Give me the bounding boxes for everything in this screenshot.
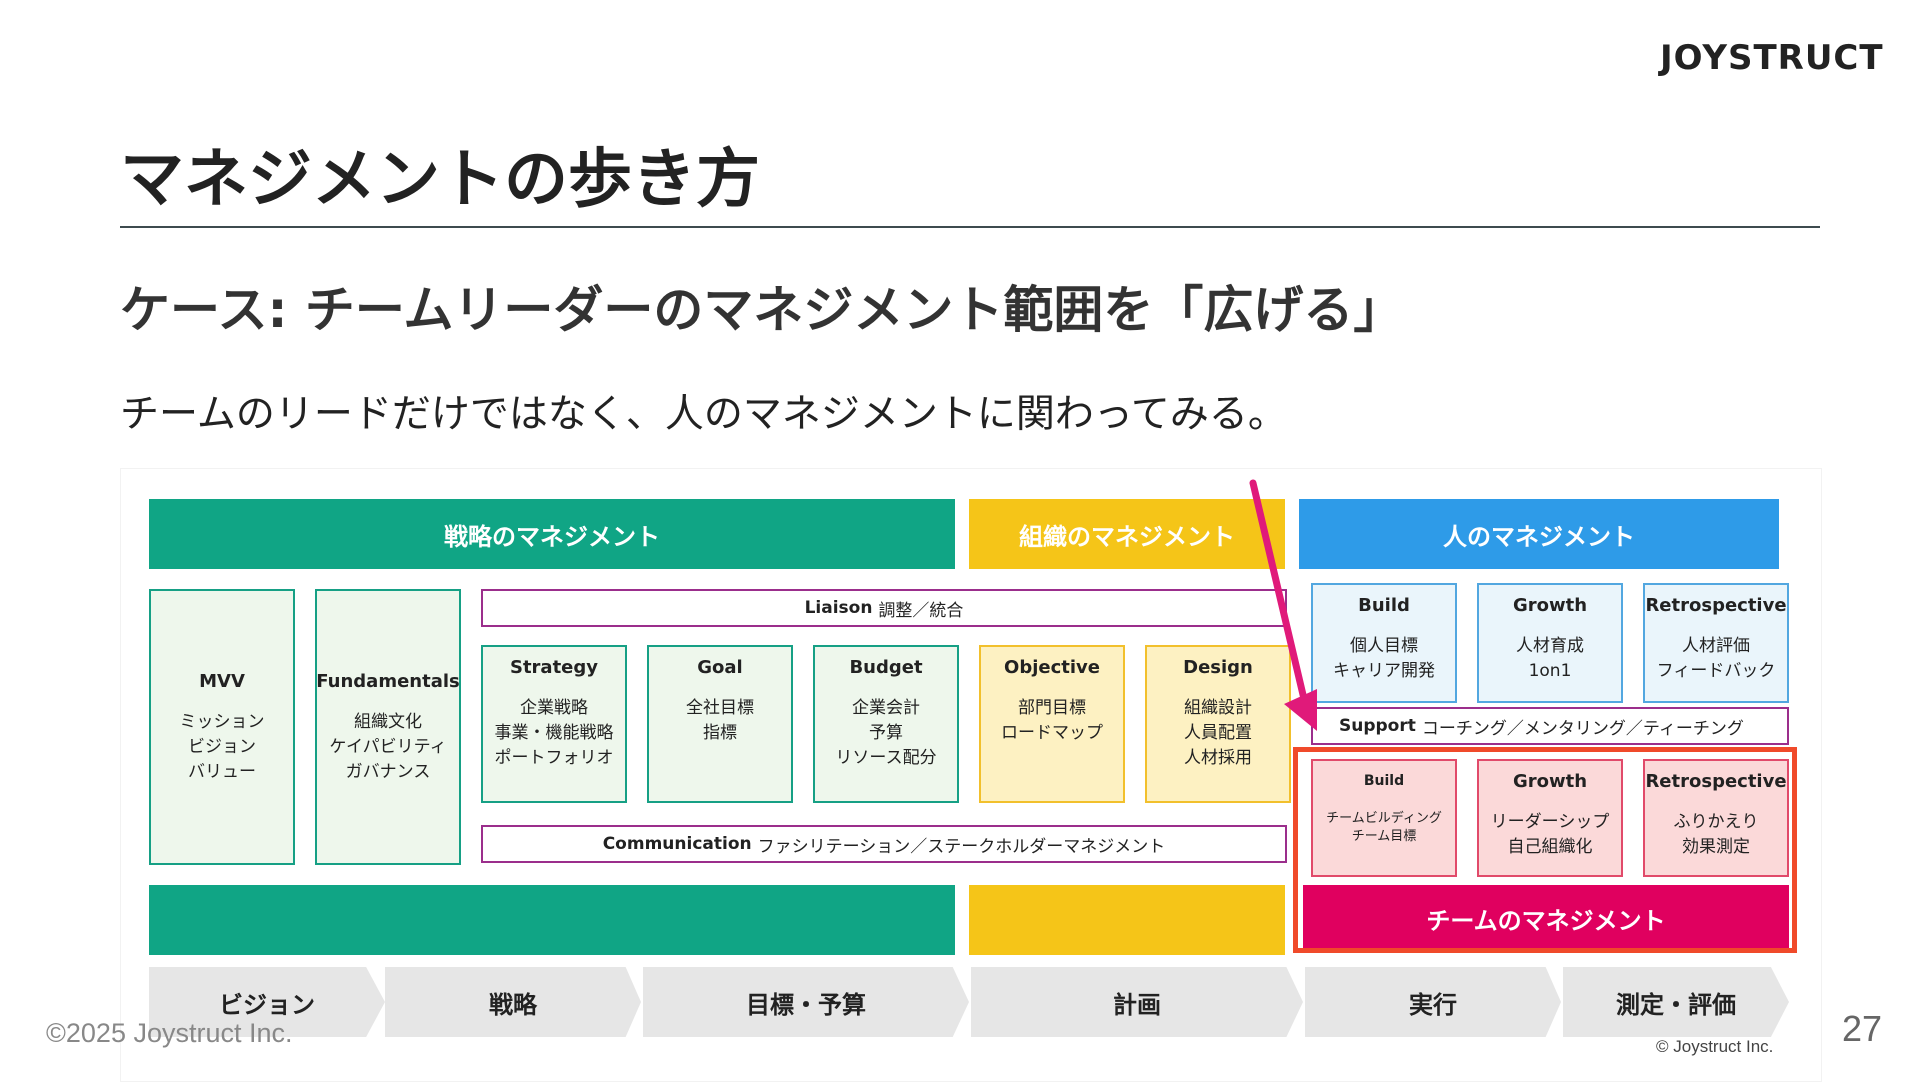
design-box: Design 組織設計 人員配置 人材採用 — [1145, 645, 1291, 803]
organization-bottom-band — [969, 885, 1285, 955]
people-retrospective-box: Retrospective 人材評価 フィードバック — [1643, 583, 1789, 703]
support-bar: Support コーチング／メンタリング／ティーチング — [1311, 707, 1789, 745]
team-build-title: Build — [1363, 773, 1405, 789]
people-build-line: キャリア開発 — [1333, 661, 1435, 681]
people-retrospective-title: Retrospective — [1645, 595, 1787, 616]
team-retrospective-box: Retrospective ふりかえり 効果測定 — [1643, 759, 1789, 877]
team-highlight-frame — [1293, 747, 1797, 953]
fundamentals-title: Fundamentals — [316, 671, 460, 692]
strategy-bottom-band — [149, 885, 955, 955]
people-build-title: Build — [1358, 595, 1410, 616]
mvv-line: ビジョン — [188, 737, 256, 757]
team-growth-title: Growth — [1512, 771, 1588, 792]
team-build-box: Build チームビルディング チーム目標 — [1311, 759, 1457, 877]
communication-bar: Communication ファシリテーション／ステークホルダーマネジメント — [481, 825, 1287, 863]
people-growth-line: 人材育成 — [1516, 636, 1584, 656]
strategy-title: Strategy — [509, 657, 599, 678]
team-growth-box: Growth リーダーシップ 自己組織化 — [1477, 759, 1623, 877]
page-number: 27 — [1842, 1008, 1883, 1049]
budget-line: リソース配分 — [835, 748, 937, 768]
design-line: 人員配置 — [1184, 723, 1252, 743]
communication-text: ファシリテーション／ステークホルダーマネジメント — [757, 836, 1166, 857]
communication-label: Communication — [602, 834, 752, 854]
body-text: チームのリードだけではなく、人のマネジメントに関わってみる。 — [120, 392, 1287, 437]
team-retrospective-line: ふりかえり — [1673, 812, 1759, 832]
phase-chevron: 目標・予算 — [643, 967, 969, 1037]
mvv-line: バリュー — [188, 762, 256, 782]
strategy-band: 戦略のマネジメント — [149, 499, 955, 569]
people-build-line: 個人目標 — [1350, 636, 1418, 656]
team-band: チームのマネジメント — [1303, 885, 1789, 951]
strategy-line: 事業・機能戦略 — [494, 723, 614, 743]
team-retrospective-title: Retrospective — [1645, 771, 1787, 792]
team-growth-line: リーダーシップ — [1490, 812, 1610, 832]
diagram-copyright: © Joystruct Inc. — [1656, 1037, 1774, 1056]
footer-copyright: ©2025 Joystruct Inc. — [46, 1018, 293, 1048]
strategy-line: 企業戦略 — [520, 698, 588, 718]
liaison-bar: Liaison 調整／統合 — [481, 589, 1287, 627]
phase-chevron: 戦略 — [385, 967, 641, 1037]
fundamentals-line: ガバナンス — [345, 762, 431, 782]
liaison-text: 調整／統合 — [878, 600, 964, 621]
objective-title: Objective — [1004, 657, 1100, 678]
goal-line: 指標 — [703, 723, 737, 743]
people-band: 人のマネジメント — [1299, 499, 1779, 569]
objective-box: Objective 部門目標 ロードマップ — [979, 645, 1125, 803]
phase-chevron: 計画 — [971, 967, 1303, 1037]
fundamentals-line: ケイパビリティ — [329, 737, 447, 757]
fundamentals-box: Fundamentals 組織文化 ケイパビリティ ガバナンス — [315, 589, 461, 865]
people-growth-line: 1on1 — [1528, 661, 1572, 681]
support-label: Support — [1339, 716, 1416, 736]
liaison-label: Liaison — [804, 598, 873, 618]
budget-line: 予算 — [869, 723, 903, 743]
team-build-line: チームビルディング — [1326, 811, 1442, 826]
goal-line: 全社目標 — [686, 698, 754, 718]
design-line: 組織設計 — [1184, 698, 1252, 718]
people-retrospective-line: フィードバック — [1656, 661, 1776, 681]
budget-title: Budget — [849, 657, 923, 678]
page-title: マネジメントの歩き方 — [120, 143, 760, 217]
objective-line: ロードマップ — [1001, 723, 1103, 743]
arrow-icon — [1249, 479, 1317, 731]
organization-band: 組織のマネジメント — [969, 499, 1285, 569]
objective-line: 部門目標 — [1018, 698, 1086, 718]
case-subtitle: ケース: チームリーダーのマネジメント範囲を「広げる」 — [120, 281, 1404, 339]
budget-box: Budget 企業会計 予算 リソース配分 — [813, 645, 959, 803]
mvv-box: MVV ミッション ビジョン バリュー — [149, 589, 295, 865]
fundamentals-line: 組織文化 — [354, 712, 422, 732]
strategy-box: Strategy 企業戦略 事業・機能戦略 ポートフォリオ — [481, 645, 627, 803]
team-growth-line: 自己組織化 — [1507, 837, 1593, 857]
people-growth-title: Growth — [1512, 595, 1588, 616]
management-diagram: 戦略のマネジメント 組織のマネジメント 人のマネジメント MVV ミッション ビ… — [120, 468, 1822, 1082]
design-line: 人材採用 — [1184, 748, 1252, 768]
budget-line: 企業会計 — [852, 698, 920, 718]
phase-chevron: ビジョン — [149, 967, 385, 1037]
goal-title: Goal — [697, 657, 743, 678]
team-retrospective-line: 効果測定 — [1682, 837, 1750, 857]
people-growth-box: Growth 人材育成 1on1 — [1477, 583, 1623, 703]
team-build-line: チーム目標 — [1351, 829, 1417, 844]
title-divider — [120, 226, 1820, 228]
strategy-line: ポートフォリオ — [494, 748, 614, 768]
design-title: Design — [1183, 657, 1253, 678]
goal-box: Goal 全社目標 指標 — [647, 645, 793, 803]
mvv-line: ミッション — [179, 712, 265, 732]
brand-logo: JOYSTRUCT — [1660, 38, 1884, 78]
phase-chevron: 測定・評価 — [1563, 967, 1789, 1037]
people-build-box: Build 個人目標 キャリア開発 — [1311, 583, 1457, 703]
phase-chevron: 実行 — [1305, 967, 1561, 1037]
people-retrospective-line: 人材評価 — [1682, 636, 1750, 656]
support-text: コーチング／メンタリング／ティーチング — [1421, 718, 1744, 739]
mvv-title: MVV — [199, 671, 245, 692]
